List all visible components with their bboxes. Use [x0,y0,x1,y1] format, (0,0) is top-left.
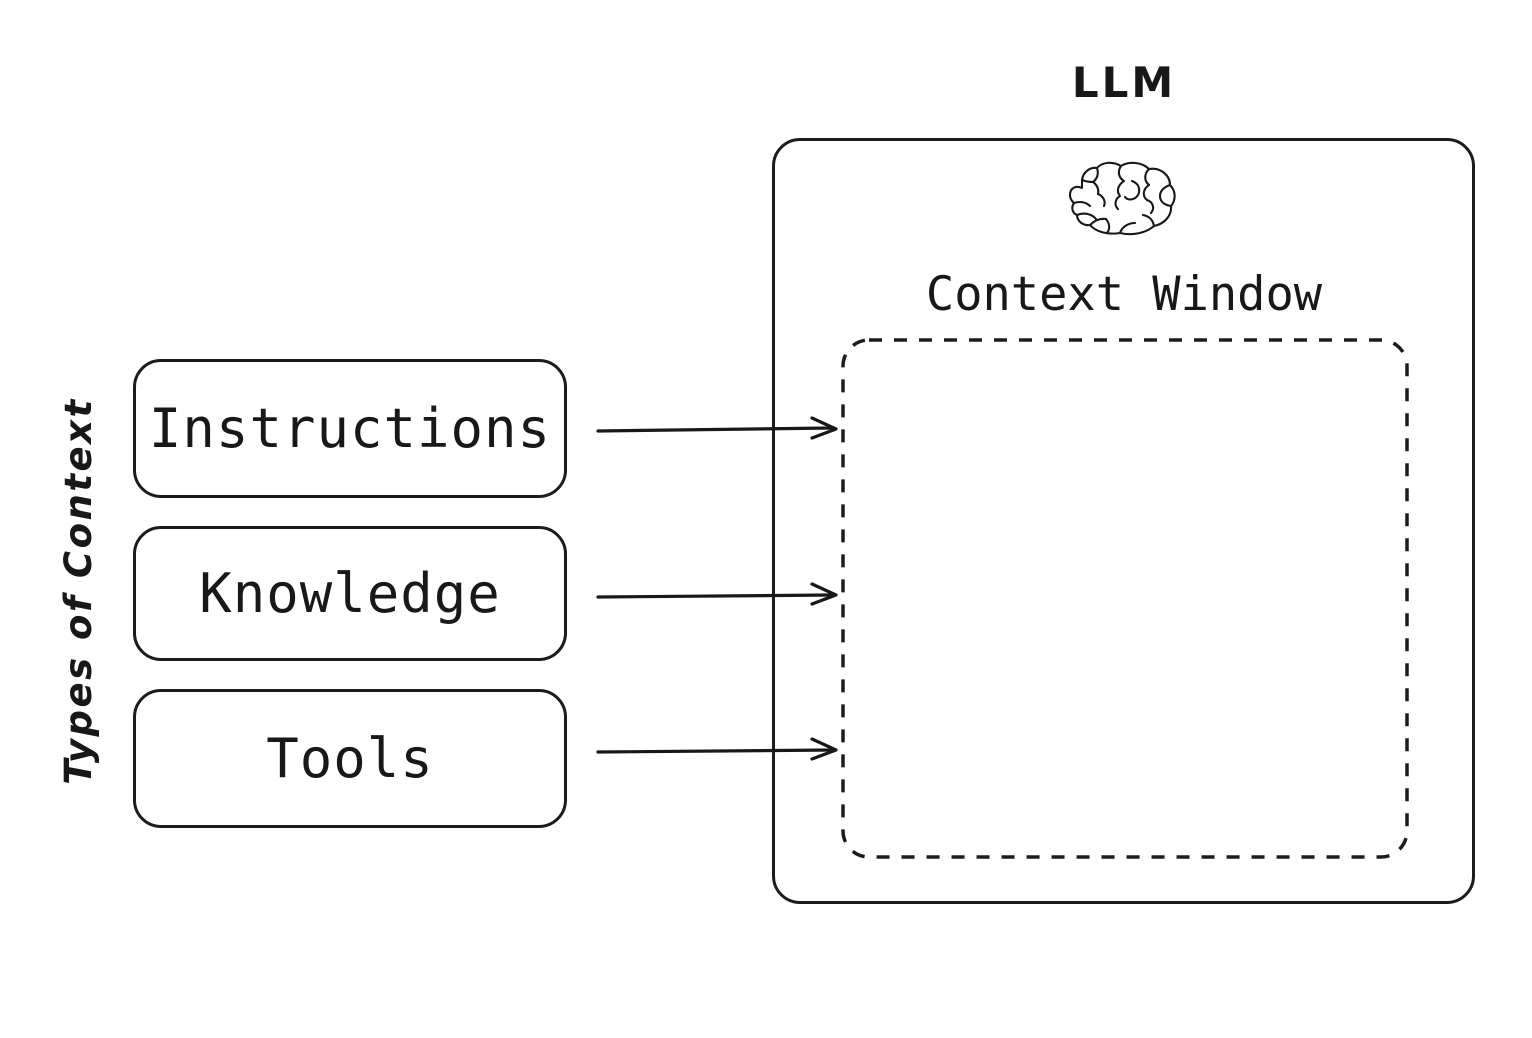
arrow-tools-to-context [596,737,838,761]
llm-title: LLM [1071,58,1177,107]
context-window-title: Context Window [925,267,1323,322]
context-box-instructions[interactable]: Instructions [133,359,567,498]
context-window-box [841,338,1409,859]
arrow-instructions-to-context [596,416,838,440]
context-box-label: Tools [266,726,434,790]
brain-icon [1066,158,1178,238]
llm-panel [772,138,1475,904]
context-box-knowledge[interactable]: Knowledge [133,526,567,661]
types-of-context-label: Types of Context [56,397,100,785]
context-box-label: Instructions [148,396,552,460]
context-box-label: Knowledge [199,561,501,625]
context-box-tools[interactable]: Tools [133,689,567,828]
arrow-knowledge-to-context [596,582,838,606]
